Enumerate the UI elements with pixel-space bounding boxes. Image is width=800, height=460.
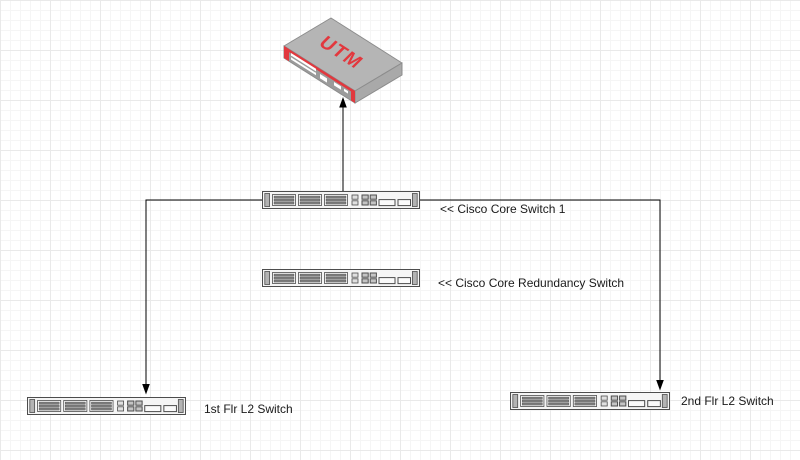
second-floor-switch-node[interactable]	[510, 392, 670, 410]
switch-shape	[263, 270, 420, 287]
edge-core-to-utm[interactable]	[339, 97, 347, 191]
first-floor-switch-node[interactable]	[27, 397, 186, 415]
switch-shape	[28, 398, 186, 415]
utm-appliance-node[interactable]: UTM	[278, 8, 408, 108]
second-floor-switch-label[interactable]: 2nd Flr L2 Switch	[681, 394, 774, 408]
edge-core-to-second-floor-switch[interactable]	[420, 199, 664, 391]
edge-core-to-first-floor-switch[interactable]	[142, 199, 262, 395]
utm-red-stripe-right	[351, 88, 355, 103]
utm-red-edge	[284, 46, 355, 94]
utm-red-stripe-left	[284, 46, 289, 62]
core-switch-1-node[interactable]	[262, 191, 420, 209]
first-floor-switch-label[interactable]: 1st Flr L2 Switch	[204, 402, 293, 416]
switch-shape	[511, 393, 670, 410]
core-redundancy-switch-node[interactable]	[262, 269, 420, 287]
core-redundancy-switch-label[interactable]: << Cisco Core Redundancy Switch	[438, 276, 625, 290]
switch-shape	[263, 192, 420, 209]
core-switch-1-label[interactable]: << Cisco Core Switch 1	[440, 202, 566, 216]
utm-appliance-shape: UTM	[283, 17, 403, 104]
